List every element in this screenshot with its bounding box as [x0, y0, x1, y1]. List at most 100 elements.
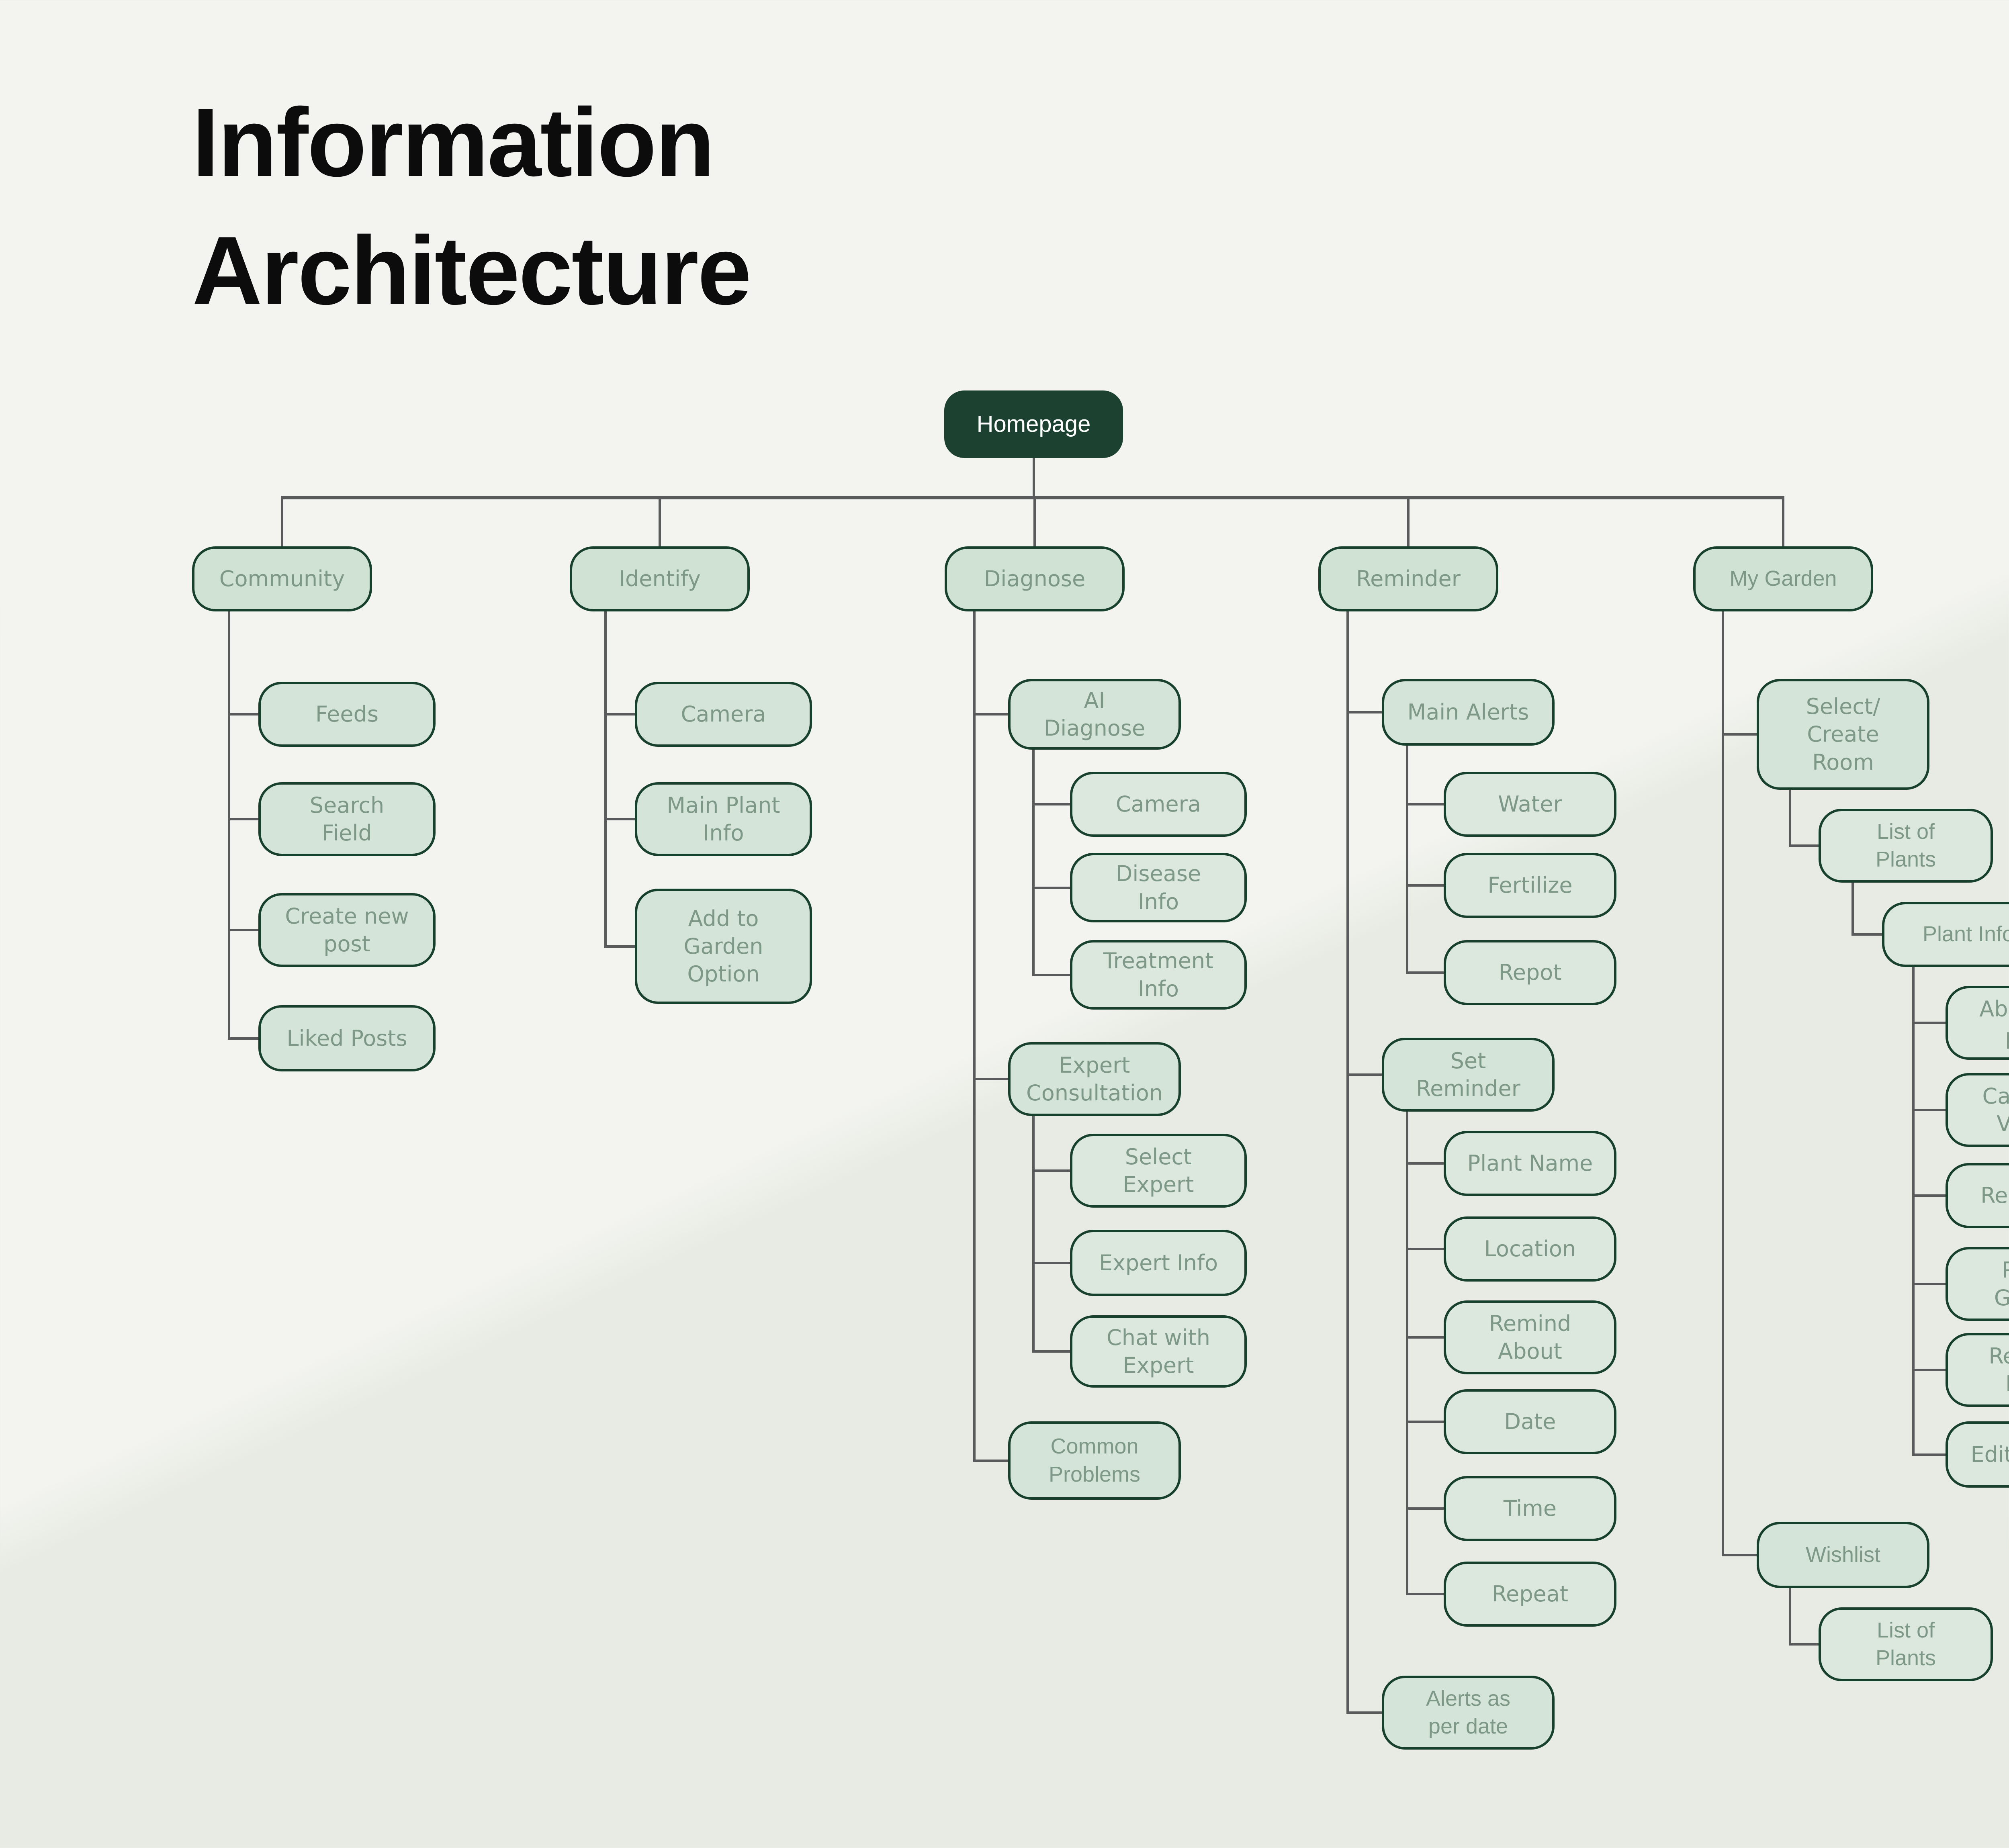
node-label: Treatment Info: [1103, 948, 1214, 1002]
node-main-alerts: Main Alerts: [1382, 679, 1555, 746]
connector-line: [973, 1078, 1008, 1080]
connector-line: [1032, 458, 1035, 499]
node-remind-about: Remind About: [1444, 1300, 1616, 1374]
page-title: Information Architecture: [192, 79, 752, 335]
connector-line: [1722, 733, 1757, 736]
connector-line: [1346, 711, 1382, 713]
connector-line: [604, 818, 635, 820]
node-label: Homepage: [976, 411, 1091, 437]
node-select-expert: Select Expert: [1070, 1134, 1247, 1208]
node-search-field: Search Field: [258, 782, 436, 856]
node-label: Search Field: [309, 792, 385, 846]
node-remove-plant: Remove Plant: [1946, 1333, 2009, 1407]
node-label: Camera: [681, 701, 766, 727]
node-label: Disease Info: [1115, 861, 1201, 914]
title-line-1: Information: [192, 88, 715, 197]
node-my-garden: My Garden: [1693, 546, 1873, 611]
connector-line: [1406, 1593, 1444, 1595]
connector-line: [228, 929, 258, 931]
node-label: Reminder: [1356, 566, 1461, 592]
connector-line: [1789, 790, 1791, 847]
node-label: Select/ Create Room: [1806, 694, 1880, 775]
node-list-of-plants-wishlist: List of Plants: [1819, 1607, 1993, 1681]
connector-line: [228, 611, 230, 1040]
connector-line: [1032, 803, 1070, 805]
node-label: Photo Gallery: [1994, 1257, 2009, 1310]
node-label: Alerts as per date: [1426, 1686, 1511, 1738]
node-photo-gallery: Photo Gallery: [1946, 1247, 2009, 1321]
node-label: Main Alerts: [1407, 699, 1529, 725]
node-identify: Identify: [570, 546, 750, 611]
node-camera-identify: Camera: [635, 682, 812, 747]
node-water: Water: [1444, 772, 1616, 837]
node-add-to-garden-option: Add to Garden Option: [635, 889, 812, 1004]
node-label: AI Diagnose: [1043, 687, 1146, 741]
connector-line: [1032, 886, 1070, 889]
connector-line: [1032, 1350, 1070, 1353]
node-label: Plant Info: [1922, 922, 2009, 946]
node-camera-diagnose: Camera: [1070, 772, 1247, 837]
connector-line: [1912, 967, 1915, 1456]
node-label: Remove Plant: [1989, 1343, 2009, 1396]
connector-line: [1912, 1369, 1946, 1371]
connector-line: [228, 713, 258, 715]
connector-line: [604, 945, 635, 948]
connector-line: [1851, 883, 1854, 936]
node-label: Select Expert: [1123, 1144, 1194, 1197]
node-wishlist: Wishlist: [1757, 1522, 1929, 1588]
node-create-new-post: Create new post: [258, 893, 436, 967]
node-common-problems: Common Problems: [1008, 1421, 1181, 1500]
connector-line: [1782, 496, 1784, 546]
node-label: Water: [1498, 791, 1562, 817]
node-plant-name: Plant Name: [1444, 1131, 1616, 1196]
node-expert-info: Expert Info: [1070, 1230, 1247, 1296]
node-label: About the plant: [1979, 996, 2009, 1049]
connector-line: [973, 611, 976, 1462]
connector-line: [1033, 496, 1036, 546]
node-label: Chat with Expert: [1107, 1325, 1210, 1378]
node-list-of-plants-room: List of Plants: [1819, 809, 1993, 883]
node-label: Create new post: [285, 903, 409, 957]
connector-line: [973, 713, 1008, 715]
connector-line: [228, 1037, 258, 1040]
connector-line: [1912, 1283, 1946, 1285]
node-ai-diagnose: AI Diagnose: [1008, 679, 1181, 750]
connector-line: [1406, 1507, 1444, 1510]
node-label: Diagnose: [984, 566, 1086, 592]
node-label: Care Tips Videos: [1982, 1083, 2009, 1137]
connector-line: [1722, 611, 1724, 1556]
node-location: Location: [1444, 1216, 1616, 1282]
node-treatment-info: Treatment Info: [1070, 940, 1247, 1010]
node-label: Expert Consultation: [1026, 1052, 1163, 1106]
connector-line: [1912, 1022, 1946, 1024]
node-care-tips-videos: Care Tips Videos: [1946, 1073, 2009, 1147]
node-liked-posts: Liked Posts: [258, 1005, 436, 1071]
node-fertilize: Fertilize: [1444, 853, 1616, 918]
connector-line: [1789, 1643, 1819, 1646]
node-label: Plant Name: [1467, 1151, 1593, 1176]
node-repeat: Repeat: [1444, 1562, 1616, 1627]
node-label: Camera: [1116, 791, 1201, 817]
node-label: Community: [219, 566, 345, 592]
node-label: List of Plants: [1875, 819, 1936, 871]
connector-line: [1912, 1194, 1946, 1197]
node-label: Reminder: [1980, 1183, 2009, 1208]
connector-line: [1346, 1711, 1382, 1714]
connector-line: [1851, 933, 1882, 936]
node-edit-details: Edit Details: [1946, 1421, 2009, 1488]
connector-line: [1789, 844, 1819, 847]
connector-line: [973, 1459, 1008, 1462]
title-line-2: Architecture: [192, 217, 752, 325]
connector-line: [1789, 1588, 1791, 1646]
connector-line: [1032, 1261, 1070, 1264]
connector-line: [228, 818, 258, 820]
node-label: Date: [1504, 1409, 1556, 1435]
node-label: List of Plants: [1875, 1618, 1936, 1670]
connector-line: [659, 496, 661, 546]
node-label: Repeat: [1491, 1581, 1569, 1607]
connector-line: [1406, 971, 1444, 974]
node-label: Wishlist: [1806, 1542, 1880, 1567]
connector-line: [1406, 746, 1408, 974]
node-label: Repot: [1498, 960, 1562, 985]
